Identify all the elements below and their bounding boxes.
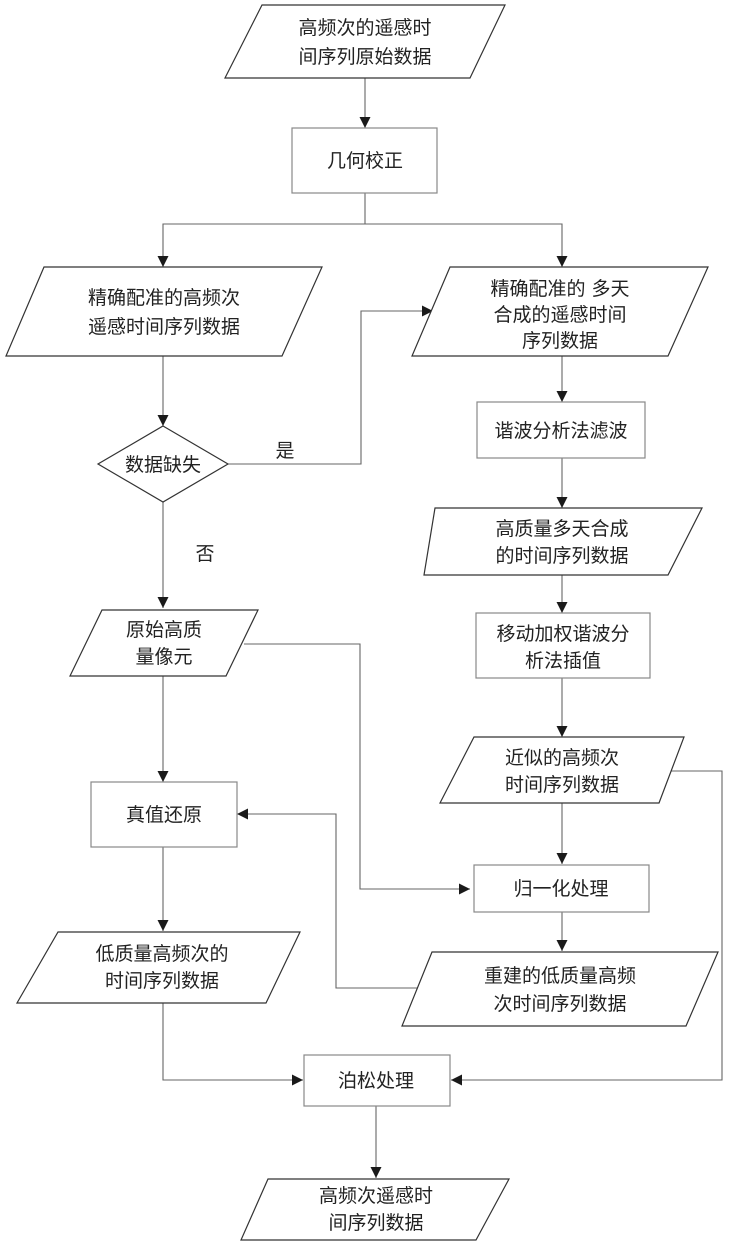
node-normalize: 归一化处理 xyxy=(473,864,650,913)
node-poisson-label: 泊松处理 xyxy=(338,1070,414,1092)
node-registered-multi-day-line3: 序列数据 xyxy=(522,330,598,352)
node-missing-decision-label: 数据缺失 xyxy=(125,454,201,476)
node-geo-correct: 几何校正 xyxy=(291,127,438,194)
edge-reconstructed-to-restore xyxy=(237,808,418,989)
node-reconstructed-lq: 重建的低质量高频 次时间序列数据 xyxy=(401,951,719,1027)
node-harmonic-filter: 谐波分析法滤波 xyxy=(476,401,646,459)
node-registered-multi-day-line2: 合成的遥感时间 xyxy=(493,304,626,326)
node-geo-correct-label: 几何校正 xyxy=(327,150,403,172)
node-approx-high-freq-line2: 时间序列数据 xyxy=(505,774,619,796)
node-moving-weighted-line1: 移动加权谐波分 xyxy=(496,623,629,645)
connectors xyxy=(157,78,723,1178)
edge-lq-to-poisson xyxy=(162,1003,303,1086)
node-approx-high-freq-line1: 近似的高频次 xyxy=(505,747,619,769)
edge-label-yes: 是 xyxy=(275,440,294,462)
edge-geo-to-right xyxy=(365,223,568,267)
node-registered-multi-day-line1: 精确配准的 多天 xyxy=(490,278,629,300)
node-raw-data-line2: 间序列原始数据 xyxy=(298,46,431,68)
node-final-output-line2: 间序列数据 xyxy=(328,1212,423,1234)
node-lq-high-freq-line1: 低质量高频次的 xyxy=(95,943,228,965)
node-registered-high-freq-line2: 遥感时间序列数据 xyxy=(88,316,240,338)
node-moving-weighted: 移动加权谐波分 析法插值 xyxy=(475,612,651,679)
node-approx-high-freq: 近似的高频次 时间序列数据 xyxy=(439,736,685,804)
node-hq-multi-day: 高质量多天合成 的时间序列数据 xyxy=(423,507,703,576)
node-registered-high-freq-line1: 精确配准的高频次 xyxy=(88,287,240,309)
node-raw-data-line1: 高频次的遥感时 xyxy=(298,17,431,39)
node-hq-multi-day-line1: 高质量多天合成 xyxy=(495,518,628,540)
node-reconstructed-lq-line2: 次时间序列数据 xyxy=(493,993,626,1015)
node-true-value-restore-label: 真值还原 xyxy=(126,804,202,826)
node-reconstructed-lq-line1: 重建的低质量高频 xyxy=(484,965,636,987)
node-moving-weighted-line2: 析法插值 xyxy=(525,650,601,672)
node-true-value-restore: 真值还原 xyxy=(90,781,238,848)
node-original-hq-pixel: 原始高质 量像元 xyxy=(69,609,259,677)
edge-pixel-to-normalize xyxy=(244,643,470,895)
node-poisson: 泊松处理 xyxy=(303,1054,451,1107)
node-final-output: 高频次遥感时 间序列数据 xyxy=(240,1178,511,1241)
edge-label-no: 否 xyxy=(195,543,214,565)
node-lq-high-freq-line2: 时间序列数据 xyxy=(105,970,219,992)
node-harmonic-filter-label: 谐波分析法滤波 xyxy=(494,420,627,442)
node-missing-decision: 数据缺失 xyxy=(96,425,230,503)
node-raw-data: 高频次的遥感时 间序列原始数据 xyxy=(224,4,506,79)
node-registered-multi-day: 精确配准的 多天 合成的遥感时间 序列数据 xyxy=(411,266,709,357)
node-lq-high-freq: 低质量高频次的 时间序列数据 xyxy=(15,931,301,1004)
edge-approx-to-poisson xyxy=(451,770,723,1086)
node-original-hq-pixel-line1: 原始高质 xyxy=(126,619,202,641)
edge-geo-to-left xyxy=(157,223,365,267)
node-final-output-line1: 高频次遥感时 xyxy=(319,1185,433,1207)
node-original-hq-pixel-line2: 量像元 xyxy=(135,646,192,668)
node-hq-multi-day-line2: 的时间序列数据 xyxy=(495,545,628,567)
node-normalize-label: 归一化处理 xyxy=(513,878,608,900)
edge-decision-yes xyxy=(228,305,433,465)
node-registered-high-freq: 精确配准的高频次 遥感时间序列数据 xyxy=(5,266,323,357)
